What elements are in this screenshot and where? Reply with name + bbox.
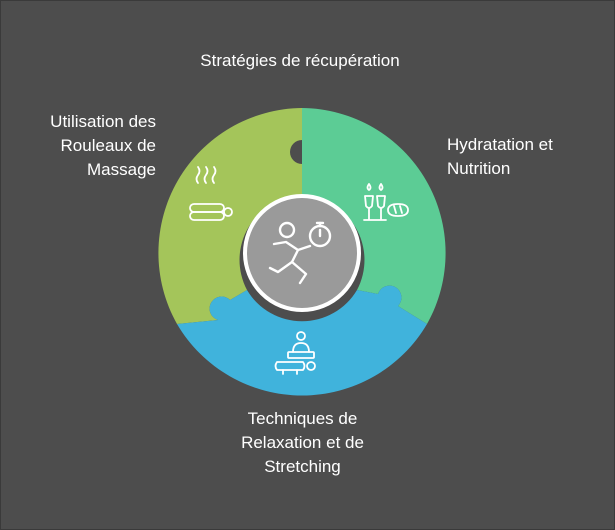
label-right-segment: Hydratation et Nutrition	[447, 133, 607, 181]
center-circle	[243, 194, 361, 312]
athlete-stopwatch-icon	[268, 221, 332, 285]
stretching-relaxation-icon	[274, 331, 316, 375]
segment-right	[302, 108, 446, 324]
label-line: Stretching	[264, 457, 341, 476]
label-line: Utilisation des	[50, 112, 156, 131]
label-left-segment: Utilisation des Rouleaux de Massage	[10, 110, 156, 182]
label-line: Techniques de	[247, 409, 358, 428]
hydration-nutrition-icon	[363, 183, 409, 221]
massage-roller-icon	[189, 166, 233, 221]
label-line: Relaxation et de	[241, 433, 364, 452]
label-line: Massage	[87, 160, 156, 179]
label-line: Nutrition	[447, 159, 511, 178]
label-line: Rouleaux de	[60, 136, 156, 155]
label-line: Hydratation et	[447, 135, 553, 154]
diagram-title: Stratégies de récupération	[200, 51, 400, 70]
label-bottom-segment: Techniques de Relaxation et de Stretchin…	[200, 407, 405, 479]
